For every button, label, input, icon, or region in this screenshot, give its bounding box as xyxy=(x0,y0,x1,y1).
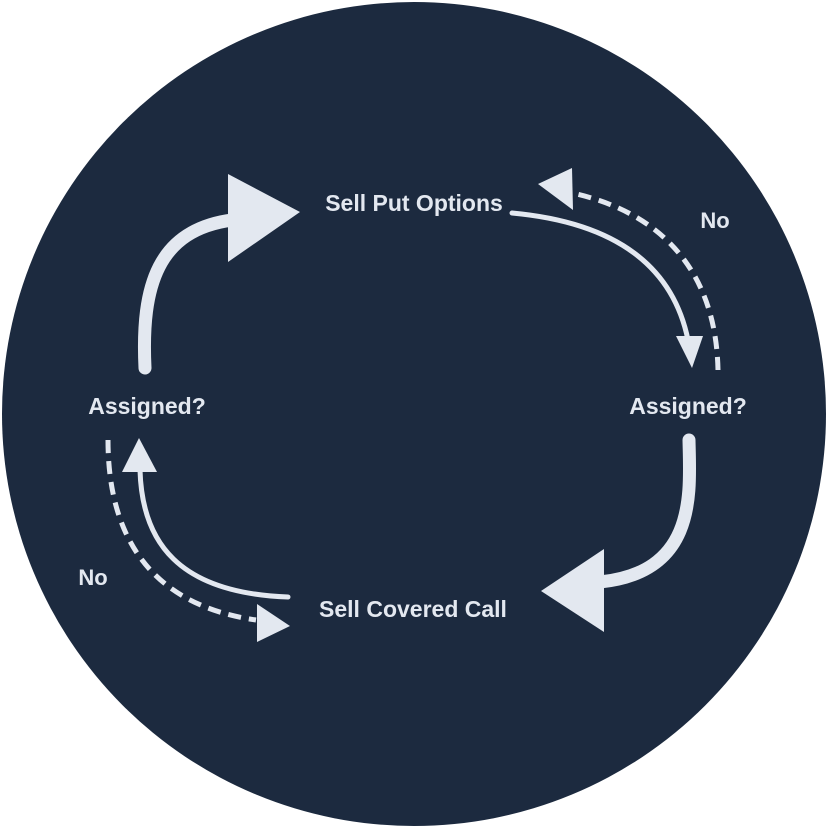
node-assigned-right: Assigned? xyxy=(629,393,747,419)
node-sell-covered-call: Sell Covered Call xyxy=(319,596,507,622)
arrow-assigned-left-to-sell-put xyxy=(137,213,239,375)
arrowhead-put-to-assigned-right xyxy=(676,336,703,368)
arrowhead-no-right xyxy=(538,168,573,210)
node-assigned-left: Assigned? xyxy=(88,393,206,419)
dashed-arrow-no-left xyxy=(105,439,257,623)
arrowhead-assigned-right-to-covered-call xyxy=(541,549,604,632)
arrowhead-no-left xyxy=(257,604,290,642)
arrow-put-to-assigned-right xyxy=(509,210,691,343)
arrowhead-covered-call-to-assigned-left xyxy=(122,438,157,472)
arrow-covered-call-to-assigned-left xyxy=(137,467,291,600)
arrowhead-assigned-left-to-sell-put xyxy=(228,174,300,262)
edge-label-no-left: No xyxy=(78,565,107,590)
edge-label-no-right: No xyxy=(700,208,729,233)
dashed-arrow-no-right xyxy=(571,190,721,371)
arrow-assigned-right-to-covered-call xyxy=(593,433,697,589)
node-sell-put-options: Sell Put Options xyxy=(325,190,503,216)
